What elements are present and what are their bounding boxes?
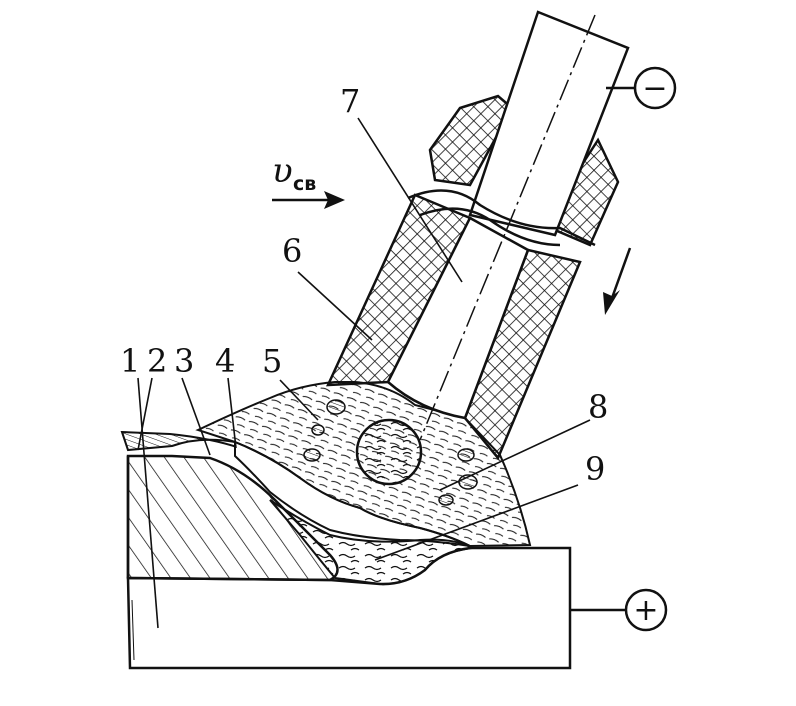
label-2: 2 [147, 342, 167, 380]
metal-droplet [355, 418, 423, 486]
label-1: 1 [120, 342, 140, 380]
feed-arrow [603, 247, 632, 315]
minus-sign: − [642, 71, 667, 106]
leader-lines [137, 117, 591, 629]
label-4: 4 [215, 342, 235, 380]
plus-sign: + [633, 593, 658, 628]
electrode-core [386, 10, 630, 441]
speed-arrow-head [324, 191, 345, 209]
label-7: 7 [340, 82, 360, 120]
callout-labels: 1 2 3 4 5 6 7 8 9 [120, 82, 608, 488]
label-8: 8 [588, 388, 608, 426]
label-6: 6 [282, 232, 302, 270]
welding-speed: υ св [272, 151, 345, 209]
label-9: 9 [585, 450, 605, 488]
speed-symbol: υ [272, 151, 293, 191]
label-3: 3 [174, 342, 194, 380]
workpiece-terminal: + [570, 588, 668, 632]
speed-subscript: св [293, 173, 316, 195]
electrode-terminal: − [606, 66, 677, 110]
weld-pool [269, 499, 476, 586]
label-5: 5 [262, 342, 282, 380]
